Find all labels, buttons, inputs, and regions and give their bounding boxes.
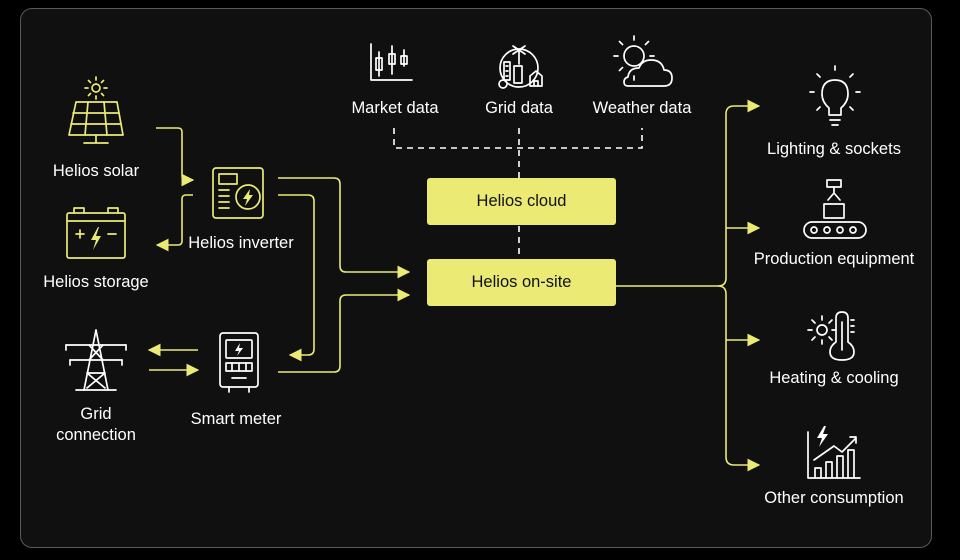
conveyor-robot-icon bbox=[803, 179, 867, 239]
inverter-to-onsite-arrow bbox=[278, 177, 411, 279]
helios-onsite-box: Helios on-site bbox=[427, 259, 616, 306]
onsite-to-consumers-branch-lower bbox=[717, 285, 761, 472]
other-consumption-label: Other consumption bbox=[764, 489, 904, 507]
storage-label: Helios storage bbox=[43, 273, 149, 291]
sun-cloud-icon bbox=[613, 35, 673, 87]
thermometer-sun-icon bbox=[807, 311, 855, 361]
inverter-to-meter-arrow bbox=[278, 194, 315, 362]
helios-cloud-box: Helios cloud bbox=[427, 178, 616, 225]
weather-data-label: Weather data bbox=[592, 99, 692, 117]
grid-data-icon bbox=[498, 45, 543, 89]
grid-label-line1: Grid bbox=[80, 405, 112, 423]
heating-label: Heating & cooling bbox=[769, 369, 899, 387]
market-data-label: Market data bbox=[351, 99, 439, 117]
lighting-label: Lighting & sockets bbox=[767, 140, 901, 158]
battery-icon bbox=[66, 207, 126, 259]
light-bulb-icon bbox=[809, 65, 861, 126]
solar-label: Helios solar bbox=[52, 162, 140, 180]
solar-panel-icon bbox=[68, 76, 124, 144]
solar-to-inverter-arrow bbox=[156, 127, 195, 187]
data-feed-bracket bbox=[393, 128, 643, 149]
inverter-icon bbox=[212, 167, 264, 219]
grid-label-line2: connection bbox=[56, 426, 136, 444]
meter-to-onsite-arrow bbox=[278, 288, 411, 373]
smart-meter-icon bbox=[219, 332, 259, 393]
rising-bars-icon bbox=[807, 426, 861, 479]
grid-data-label: Grid data bbox=[485, 99, 553, 117]
meter-label: Smart meter bbox=[190, 410, 282, 428]
candlestick-chart-icon bbox=[370, 43, 413, 81]
inverter-to-storage-arrow bbox=[155, 194, 193, 252]
production-label: Production equipment bbox=[753, 250, 915, 268]
inverter-label: Helios inverter bbox=[188, 234, 294, 252]
power-tower-icon bbox=[65, 329, 127, 391]
onsite-to-consumers-trunk bbox=[616, 99, 761, 287]
